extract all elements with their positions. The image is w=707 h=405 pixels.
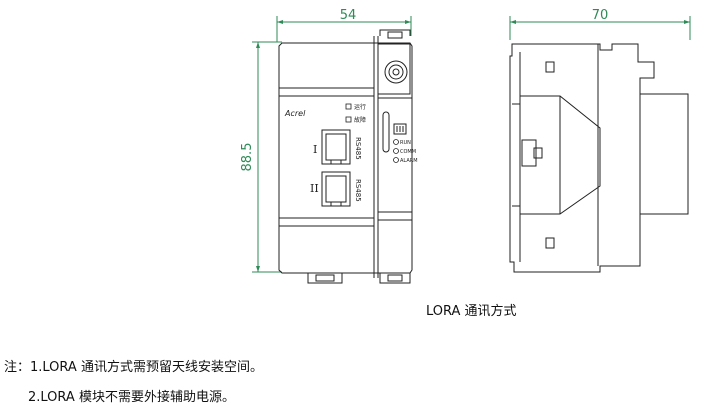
run-led-icon	[393, 139, 399, 145]
dimension-lines	[252, 16, 691, 273]
comm-led-icon	[393, 148, 399, 154]
run-indicator-icon	[345, 103, 352, 110]
front-view	[278, 29, 413, 284]
brand-logo: Acrel	[284, 109, 306, 118]
dimension-arrows	[256, 20, 690, 272]
lora-module-face	[382, 111, 407, 153]
rj45-port-1-icon	[321, 129, 351, 165]
led-comm-label: COMM	[400, 149, 416, 155]
port-1-label: RS485	[354, 137, 362, 160]
dimension-width-front: 54	[340, 8, 357, 23]
note-line-2: 2.LORA 模块不需要外接辅助电源。	[28, 390, 235, 405]
indicator-run-label: 运行	[354, 103, 366, 111]
port-2-number: II	[310, 182, 319, 195]
port-2-label: RS485	[354, 179, 362, 202]
figure-caption: LORA 通讯方式	[426, 304, 517, 319]
alarm-led-icon	[393, 157, 399, 163]
dimension-width-side: 70	[592, 8, 609, 23]
note-line-1: 注：1.LORA 通讯方式需预留天线安装空间。	[4, 360, 263, 375]
fault-indicator-icon	[345, 116, 352, 123]
led-run-label: RUN	[400, 140, 411, 146]
port-1-number: I	[313, 143, 317, 156]
antenna-connector-icon	[384, 60, 408, 84]
indicator-fault-label: 故障	[354, 116, 366, 124]
side-view	[509, 43, 689, 273]
rj45-port-2-icon	[321, 171, 351, 207]
led-alarm-label: ALARM	[400, 158, 418, 164]
dimension-height: 88.5	[240, 143, 255, 172]
